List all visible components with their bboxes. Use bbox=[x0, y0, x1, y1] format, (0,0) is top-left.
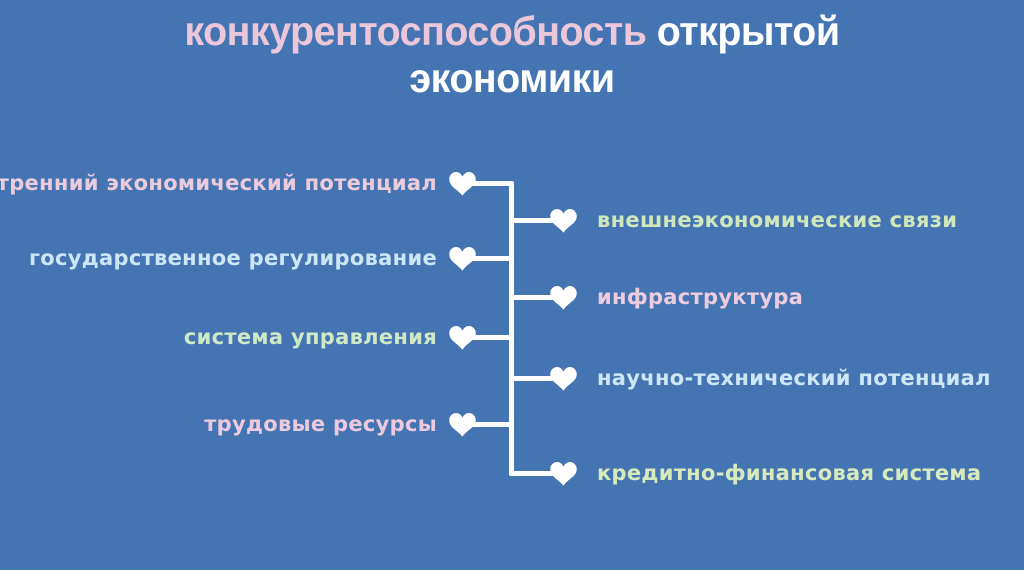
item-label: кредитно-финансовая система bbox=[597, 461, 982, 485]
branch-left-1: внутренний экономический потенциал bbox=[0, 170, 1024, 196]
heart-icon bbox=[550, 367, 577, 391]
branch-connector-line bbox=[509, 295, 554, 300]
branch-right-2: инфраструктура bbox=[0, 284, 1024, 310]
branch-left-3: система управления bbox=[0, 324, 1024, 350]
branch-connector-line bbox=[468, 256, 513, 261]
heart-icon bbox=[550, 209, 577, 233]
branch-connector-line bbox=[468, 181, 513, 186]
item-label: внешнеэкономические связи bbox=[597, 208, 958, 232]
item-label: государственное регулирование bbox=[29, 246, 437, 270]
branch-connector-line bbox=[509, 218, 554, 223]
title-segment-pink: конкурентоспособность bbox=[184, 8, 647, 54]
branch-connector-line bbox=[468, 422, 513, 427]
branch-right-3: научно-технический потенциал bbox=[0, 365, 1024, 391]
item-label: система управления bbox=[183, 325, 437, 349]
heart-icon bbox=[449, 247, 476, 271]
heart-icon bbox=[449, 172, 476, 196]
heart-icon bbox=[449, 413, 476, 437]
slide-bottom-edge bbox=[0, 570, 1024, 574]
item-label: трудовые ресурсы bbox=[204, 412, 437, 436]
item-label: инфраструктура bbox=[597, 285, 804, 309]
item-label: научно-технический потенциал bbox=[597, 366, 991, 390]
trunk-line bbox=[509, 181, 514, 475]
heart-icon bbox=[449, 326, 476, 350]
branch-left-2: государственное регулирование bbox=[0, 245, 1024, 271]
branch-connector-line bbox=[468, 335, 513, 340]
title-line-2: экономики bbox=[409, 55, 615, 101]
heart-icon bbox=[550, 462, 577, 486]
heart-icon bbox=[550, 286, 577, 310]
title-segment-white: открытой bbox=[656, 8, 840, 54]
branch-connector-line bbox=[509, 376, 554, 381]
branch-connector-line bbox=[509, 471, 554, 476]
branch-left-4: трудовые ресурсы bbox=[0, 411, 1024, 437]
branch-right-4: кредитно-финансовая система bbox=[0, 460, 1024, 486]
item-label: внутренний экономический потенциал bbox=[0, 171, 437, 195]
branch-right-1: внешнеэкономические связи bbox=[0, 207, 1024, 233]
